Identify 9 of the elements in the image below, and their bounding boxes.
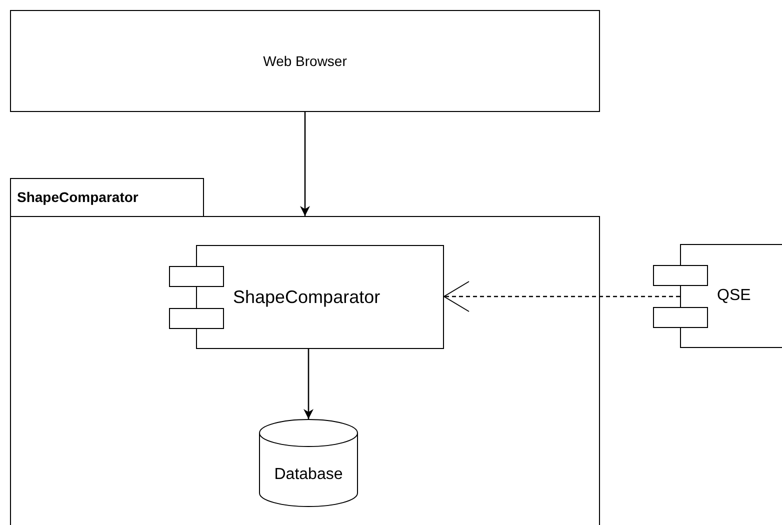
box-label: Web Browser xyxy=(263,52,347,70)
component-label: QSE xyxy=(717,286,751,306)
arrow xyxy=(304,349,314,419)
package-tab: ShapeComparator xyxy=(10,178,204,217)
arrow xyxy=(444,281,680,312)
arrow xyxy=(300,112,310,216)
database-label: Database xyxy=(274,465,343,485)
component-label: ShapeComparator xyxy=(233,286,380,309)
process-box xyxy=(10,10,600,112)
